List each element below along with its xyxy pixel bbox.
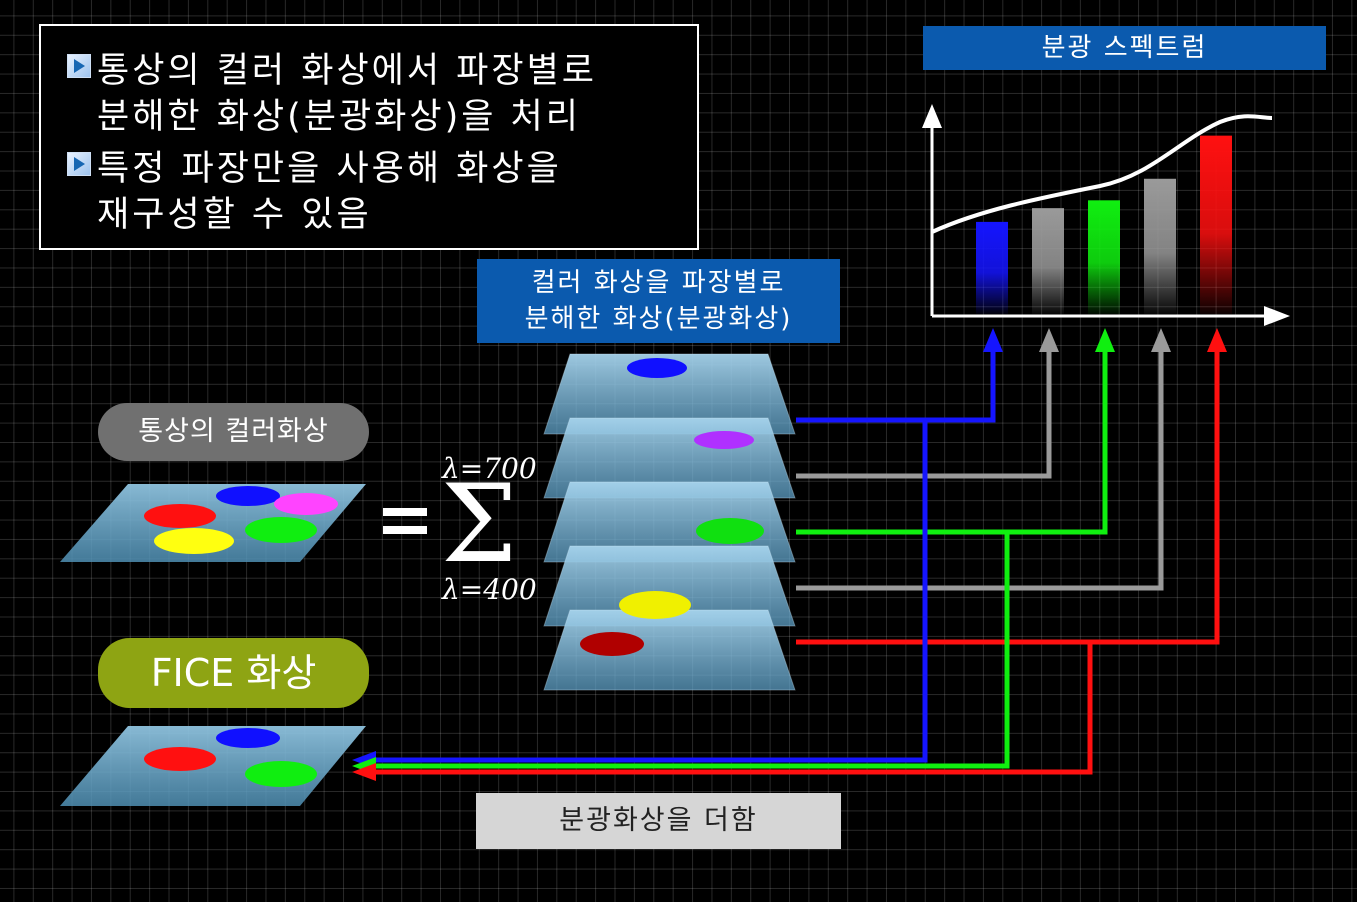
sigma-lower-limit: λ=400 — [442, 573, 537, 606]
color-spot — [216, 728, 280, 748]
layer-spot — [619, 591, 691, 619]
route-arrowhead — [983, 328, 1003, 352]
color-spot — [154, 528, 234, 554]
return-line — [372, 642, 1093, 775]
color-spot — [274, 493, 338, 515]
route-line — [796, 348, 1220, 645]
spectrum-bar — [1088, 200, 1120, 314]
color-spot — [245, 517, 317, 543]
spectrum-axes — [922, 104, 1290, 326]
decomposition-label: 컬러 화상을 파장별로 분해한 화상(분광화상) — [477, 259, 840, 343]
spectrum-bar — [1144, 178, 1176, 314]
spectral-layer — [543, 545, 796, 627]
equals-sign — [383, 496, 429, 542]
intro-text: 특정 파장만을 사용해 화상을 재구성할 수 있음 — [97, 149, 562, 235]
route-line — [796, 348, 1052, 479]
spectrum-bar — [976, 221, 1008, 314]
spectral-layer-stack — [543, 353, 796, 691]
play-bullet-icon — [67, 54, 91, 78]
intro-item: 특정 파장만을 사용해 화상을 재구성할 수 있음 — [67, 146, 697, 238]
spectrum-title: 분광 스펙트럼 — [923, 26, 1326, 70]
intro-text: 통상의 컬러 화상에서 파장별로 분해한 화상(분광화상)을 처리 — [97, 51, 597, 137]
route-line — [796, 348, 1108, 535]
layer-spot — [580, 632, 644, 656]
sigma-symbol: Σ — [441, 462, 518, 587]
spectrum-bar — [1200, 135, 1232, 314]
color-spot — [144, 747, 216, 771]
intro-item: 통상의 컬러 화상에서 파장별로 분해한 화상(분광화상)을 처리 — [67, 48, 697, 140]
route-arrowhead — [1151, 328, 1171, 352]
spectrum-curve — [931, 114, 1273, 234]
sum-label: 분광화상을 더함 — [476, 793, 841, 849]
intro-box: 통상의 컬러 화상에서 파장별로 분해한 화상(분광화상)을 처리 특정 파장만… — [39, 24, 699, 250]
spectrum-bars — [976, 135, 1232, 314]
route-line — [796, 348, 996, 423]
color-spot — [245, 761, 317, 787]
return-arrowhead — [352, 763, 376, 781]
layer-spot — [627, 358, 687, 378]
fice-image-panel — [60, 726, 366, 806]
sigma-upper-limit: λ=700 — [442, 452, 537, 485]
color-spot — [216, 486, 280, 506]
normal-color-image — [60, 484, 366, 562]
return-line — [372, 420, 928, 763]
route-arrowhead — [1039, 328, 1059, 352]
spectral-layer — [543, 353, 796, 435]
layer-spot — [696, 518, 764, 544]
color-spot — [144, 504, 216, 528]
normal-image-label: 통상의 컬러화상 — [98, 403, 369, 461]
layer-spot — [694, 431, 754, 449]
route-line — [796, 348, 1164, 591]
route-arrowhead — [1207, 328, 1227, 352]
wavelength-routing-lines — [352, 328, 1227, 781]
spectrum-bar — [1032, 208, 1064, 314]
route-arrowhead — [1095, 328, 1115, 352]
return-line — [372, 532, 1010, 769]
fice-image-label: FICE 화상 — [98, 638, 369, 708]
play-bullet-icon — [67, 152, 91, 176]
spectral-layer — [543, 609, 796, 691]
